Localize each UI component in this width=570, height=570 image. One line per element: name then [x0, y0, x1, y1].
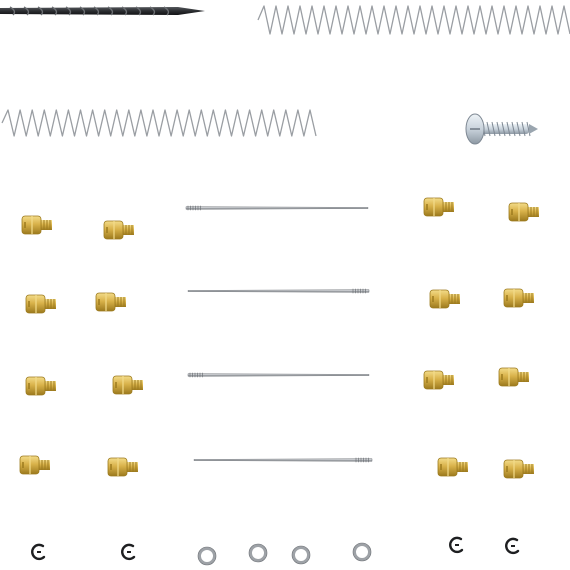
e-clip [121, 543, 136, 561]
brass-jet [19, 455, 50, 475]
brass-jet [498, 367, 529, 387]
jet-needle [185, 205, 369, 211]
brass-jet [95, 292, 126, 312]
e-clip [31, 543, 46, 561]
brass-jet [112, 375, 143, 395]
brass-jet [21, 215, 52, 235]
washer [197, 546, 217, 566]
brass-jet [508, 202, 539, 222]
screw [465, 113, 538, 145]
drill-bit [0, 6, 205, 16]
jet-needle [187, 372, 370, 378]
washer [352, 542, 372, 562]
brass-jet [503, 288, 534, 308]
washer [248, 543, 268, 563]
brass-jet [107, 457, 138, 477]
brass-jet [423, 197, 454, 217]
e-clip [505, 537, 520, 555]
spring-middle [1, 109, 317, 137]
jet-needle [193, 457, 373, 463]
brass-jet [423, 370, 454, 390]
washer [291, 545, 311, 565]
brass-jet [25, 376, 56, 396]
brass-jet [437, 457, 468, 477]
e-clip [449, 536, 464, 554]
brass-jet [103, 220, 134, 240]
brass-jet [503, 459, 534, 479]
spring-top [257, 5, 570, 35]
jet-needle [187, 288, 370, 294]
brass-jet [25, 294, 56, 314]
brass-jet [429, 289, 460, 309]
